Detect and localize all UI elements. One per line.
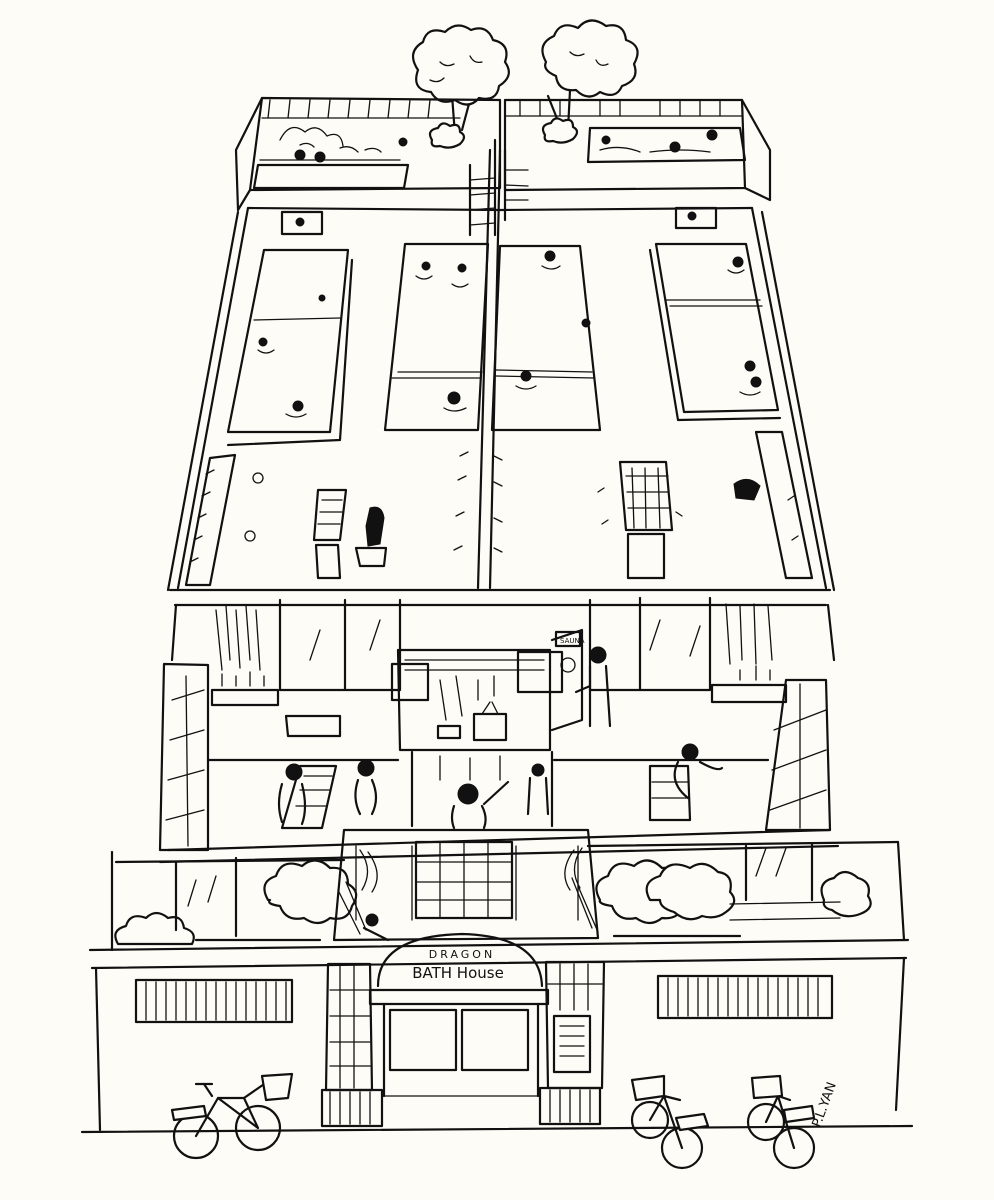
- sauna-sign: SAUNA: [560, 637, 585, 645]
- lobby-floor: SAUNA: [158, 596, 840, 864]
- bicycle-center: [630, 1074, 710, 1170]
- sign-bath-house: BATH House: [412, 964, 504, 982]
- front-terrace: [110, 828, 906, 952]
- rooftop-tree-left: [411, 24, 510, 137]
- bicycle-left: [170, 1072, 294, 1160]
- artist-signature: P.L.YAN: [810, 1080, 840, 1129]
- bath-pools-floor: [166, 148, 836, 607]
- bicycle-right: [746, 1074, 816, 1170]
- facade: DRAGON BATH House P.L.YAN: [80, 932, 914, 1134]
- rooftop-tree-right: [541, 19, 639, 132]
- sign-dragon: DRAGON: [429, 948, 495, 961]
- rooftop-deck: [234, 96, 772, 237]
